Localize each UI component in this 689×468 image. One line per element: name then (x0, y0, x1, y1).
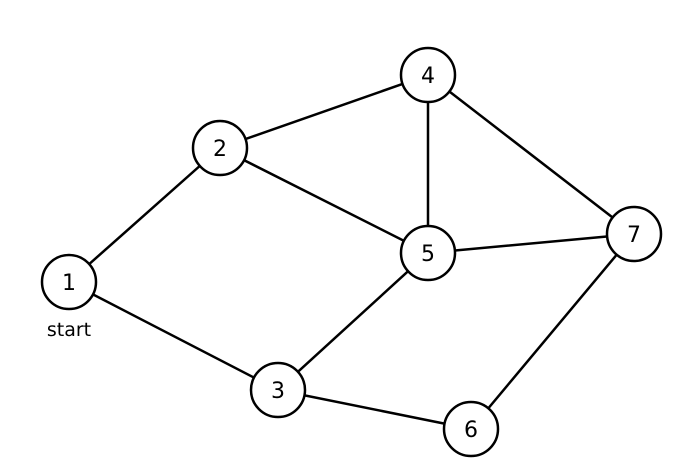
edge-3-6 (276, 388, 473, 431)
node-circle-2 (191, 119, 249, 177)
edge-1-2 (67, 146, 222, 284)
node-2: 2 (191, 119, 249, 177)
edges-layer (67, 73, 636, 431)
start-label: start (47, 319, 91, 341)
edge-2-4 (218, 73, 430, 150)
edge-5-7 (426, 232, 636, 255)
node-label-3: 3 (271, 379, 285, 404)
edge-1-3 (67, 280, 280, 392)
node-6: 6 (442, 400, 500, 458)
node-label-7: 7 (627, 223, 641, 248)
node-5: 5 (399, 224, 457, 282)
node-label-5: 5 (421, 242, 435, 267)
node-label-1: 1 (62, 271, 76, 296)
node-3: 3 (249, 361, 307, 419)
node-circle-1 (40, 253, 98, 311)
node-label-2: 2 (213, 137, 227, 162)
edge-6-7 (469, 232, 636, 431)
node-7: 7 (605, 205, 663, 263)
node-label-4: 4 (421, 64, 435, 89)
node-4: 4 (399, 46, 457, 104)
node-circle-5 (399, 224, 457, 282)
node-circle-7 (605, 205, 663, 263)
node-circle-4 (399, 46, 457, 104)
node-label-6: 6 (464, 418, 478, 443)
nodes-layer: 1 2 3 4 5 6 7 (40, 46, 663, 458)
edge-2-5 (218, 146, 430, 255)
edge-4-7 (426, 73, 636, 236)
node-circle-6 (442, 400, 500, 458)
node-circle-3 (249, 361, 307, 419)
node-1: 1 (40, 253, 98, 311)
edge-3-5 (276, 251, 430, 392)
